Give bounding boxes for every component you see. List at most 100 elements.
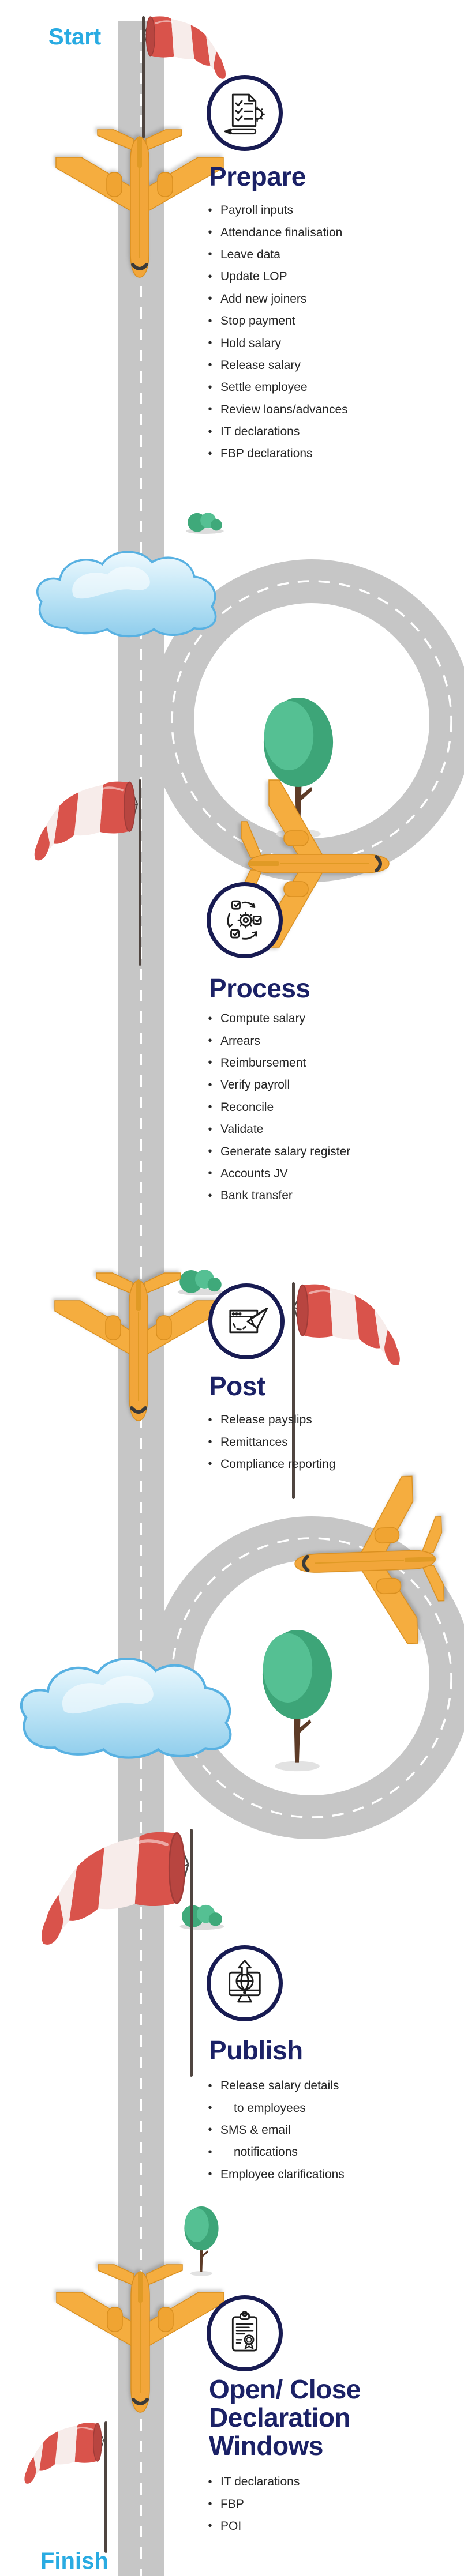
list-item-text: Attendance finalisation bbox=[220, 225, 343, 239]
windsock-icon bbox=[18, 2420, 104, 2491]
list-item: • Remittances bbox=[204, 1431, 464, 1453]
bullet-dot: • bbox=[208, 337, 212, 350]
stage-list-process: • Compute salary • Arrears •Reimbursement•Ve… bbox=[204, 1008, 464, 1207]
list-item: •Review loans/advances bbox=[204, 399, 464, 421]
bullet-dot: • bbox=[208, 1123, 212, 1136]
list-item: • Reconcile bbox=[204, 1097, 464, 1118]
list-item-text: FBP bbox=[220, 2497, 244, 2511]
finish-label: Finish bbox=[40, 2548, 108, 2574]
list-item-text: Hold salary bbox=[220, 336, 282, 350]
bullet-dot: • bbox=[208, 226, 212, 239]
stage-list-prepare: •Payroll inputs • Attendance finalisation •… bbox=[204, 199, 464, 465]
bullet-dot: • bbox=[208, 381, 212, 394]
windsock-pole bbox=[139, 779, 141, 966]
list-item-text: Employee clarifications bbox=[220, 2167, 345, 2181]
list-item-text: POI bbox=[220, 2519, 242, 2533]
bullet-dot: • bbox=[208, 314, 212, 327]
bullet-dot: • bbox=[208, 2475, 212, 2488]
list-item-text: Arrears bbox=[220, 1034, 260, 1048]
bullet-dot: • bbox=[208, 1101, 212, 1114]
list-item-text: Add new joiners bbox=[220, 292, 307, 306]
bullet-dot: • bbox=[208, 359, 212, 372]
list-item-text: to employees bbox=[234, 2101, 306, 2115]
list-item: •IT declarations bbox=[204, 421, 464, 443]
list-item: • Generate salary register bbox=[204, 1140, 464, 1162]
list-item: • Bank transfer bbox=[204, 1185, 464, 1207]
list-item: •to employees bbox=[204, 2097, 464, 2119]
bullet-dot: • bbox=[208, 1413, 212, 1426]
bullet-dot: • bbox=[208, 425, 212, 438]
list-item: • Release payslips bbox=[204, 1409, 464, 1431]
list-item-text: Update LOP bbox=[220, 270, 287, 284]
list-item: •Update LOP bbox=[204, 266, 464, 288]
bullet-dot: • bbox=[208, 248, 212, 261]
list-item: •Payroll inputs bbox=[204, 199, 464, 221]
bullet-dot: • bbox=[208, 2145, 212, 2159]
list-item-text: Compute salary bbox=[220, 1012, 306, 1026]
list-item: •Stop payment bbox=[204, 310, 464, 332]
stage-title-prepare: Prepare bbox=[209, 161, 306, 191]
list-item: •Leave data bbox=[204, 244, 464, 266]
stage-list-publish: •Release salary details•to employees•SMS… bbox=[204, 2075, 464, 2186]
bullet-dot: • bbox=[208, 1078, 212, 1091]
list-item: •Employee clarifications bbox=[204, 2164, 464, 2186]
bullet-dot: • bbox=[208, 1189, 212, 1202]
list-item-text: IT declarations bbox=[220, 2475, 300, 2489]
list-item: • Hold salary bbox=[204, 332, 464, 354]
list-item: •Settle employee bbox=[204, 376, 464, 398]
start-label: Start bbox=[48, 24, 102, 50]
stage-title-post: Post bbox=[209, 1371, 265, 1401]
windsock-icon bbox=[293, 1281, 409, 1374]
bullet-dot: • bbox=[208, 1436, 212, 1449]
bullet-dot: • bbox=[208, 1034, 212, 1048]
list-item-text: Validate bbox=[220, 1123, 264, 1136]
stage-title-process: Process bbox=[209, 973, 310, 1003]
list-item: •Reimbursement bbox=[204, 1052, 464, 1074]
bullet-dot: • bbox=[208, 2498, 212, 2511]
list-item: • Arrears bbox=[204, 1030, 464, 1052]
list-item: • FBP declarations bbox=[204, 443, 464, 465]
list-item: •Add new joiners bbox=[204, 288, 464, 310]
list-item-text: SMS & email bbox=[220, 2123, 291, 2137]
airplane-icon bbox=[289, 1469, 451, 1653]
windsock-icon bbox=[29, 1828, 190, 1957]
bullet-dot: • bbox=[208, 2123, 212, 2137]
bullet-dot: • bbox=[208, 447, 212, 460]
list-item-text: Accounts JV bbox=[220, 1166, 288, 1180]
list-item: • POI bbox=[204, 2515, 464, 2537]
list-item: •Compliance reporting bbox=[204, 1453, 464, 1475]
bullet-dot: • bbox=[208, 1012, 212, 1025]
windsock-pole bbox=[142, 16, 145, 138]
bullet-dot: • bbox=[208, 1167, 212, 1180]
stage-title-declaration-windows: Open/ Close Declaration Windows bbox=[209, 2374, 361, 2461]
list-item-text: notifications bbox=[234, 2145, 298, 2159]
bullet-dot: • bbox=[208, 2519, 212, 2533]
stage-list-post: • Release payslips • Remittances •Compliance… bbox=[204, 1409, 464, 1475]
list-item: • notifications bbox=[204, 2141, 464, 2163]
bullet-dot: • bbox=[208, 2079, 212, 2092]
list-item: • SMS & email bbox=[204, 2119, 464, 2141]
bullet-dot: • bbox=[208, 1145, 212, 1158]
list-item-text: Compliance reporting bbox=[220, 1457, 336, 1471]
publish-monitor-globe-upload-icon bbox=[207, 1945, 283, 2021]
windsock-pole bbox=[104, 2421, 107, 2553]
process-cycle-gear-icon bbox=[207, 882, 283, 958]
list-item-text: Reconcile bbox=[220, 1100, 274, 1114]
list-item: •Verify payroll bbox=[204, 1074, 464, 1096]
list-item-text: Review loans/advances bbox=[220, 402, 348, 416]
list-item-text: Release payslips bbox=[220, 1413, 312, 1427]
bullet-dot: • bbox=[208, 1056, 212, 1069]
list-item-text: Bank transfer bbox=[220, 1189, 293, 1203]
list-item: • IT declarations bbox=[204, 2471, 464, 2493]
windsock-icon bbox=[143, 14, 233, 86]
list-item: •Release salary bbox=[204, 355, 464, 376]
list-item-text: FBP declarations bbox=[220, 447, 313, 461]
stage-title-publish: Publish bbox=[209, 2035, 303, 2065]
list-item-text: Remittances bbox=[220, 1435, 288, 1449]
list-item-text: Generate salary register bbox=[220, 1144, 351, 1158]
bush-icon bbox=[182, 510, 227, 534]
cloud-icon bbox=[30, 541, 237, 647]
list-item: • FBP bbox=[204, 2493, 464, 2515]
list-item-text: Release salary details bbox=[220, 2079, 339, 2093]
windsock-icon bbox=[26, 778, 139, 869]
